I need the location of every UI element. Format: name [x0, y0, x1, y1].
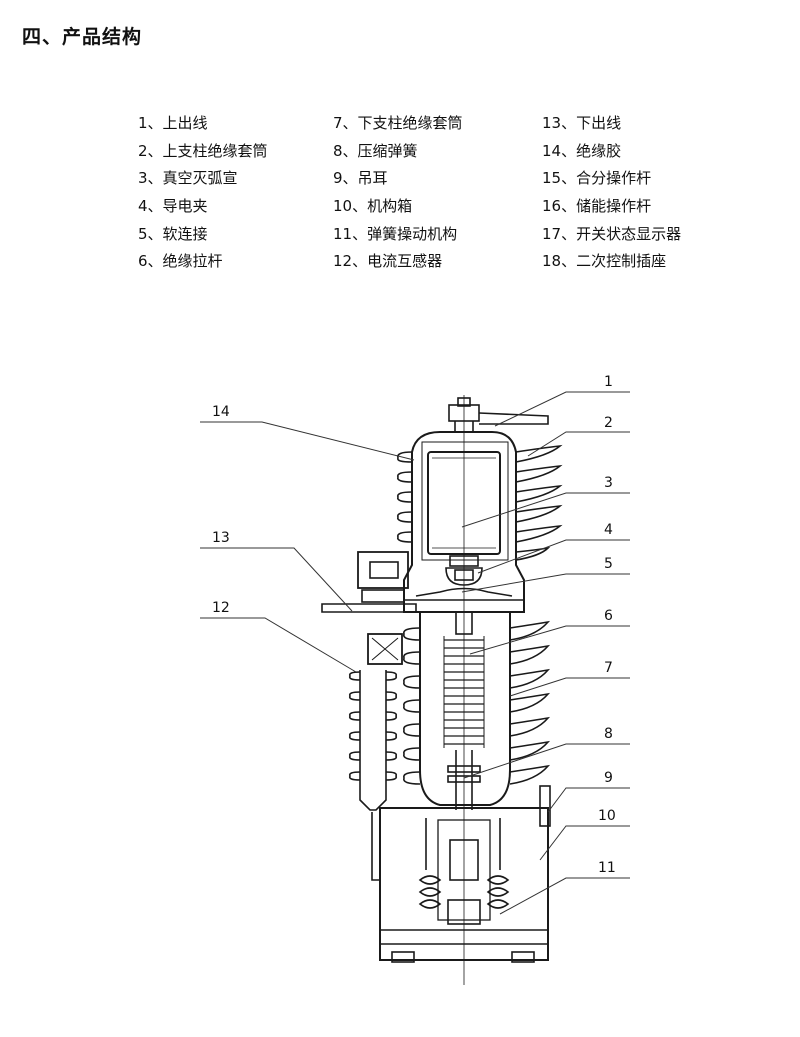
callout-12: 12	[212, 600, 230, 616]
parts-legend: 1、上出线 2、上支柱绝缘套筒 3、真空灭弧宣 4、导电夹 5、软连接 6、绝缘…	[0, 0, 800, 300]
legend-item: 4、导电夹	[138, 197, 208, 216]
current-transformer	[348, 633, 403, 881]
breaker-drawing	[321, 395, 563, 985]
legend-item: 3、真空灭弧宣	[138, 169, 238, 188]
callout-7: 7	[604, 660, 613, 676]
legend-column-1: 1、上出线 2、上支柱绝缘套筒 3、真空灭弧宣 4、导电夹 5、软连接 6、绝缘…	[138, 110, 268, 276]
legend-item: 2、上支柱绝缘套筒	[138, 141, 268, 160]
callout-10: 10	[598, 808, 616, 824]
upper-insulating-sleeve	[396, 431, 563, 613]
callout-9: 9	[604, 770, 613, 786]
compression-spring	[447, 750, 481, 810]
callout-14: 14	[212, 404, 230, 420]
insulating-pull-rod	[443, 611, 485, 748]
legend-item: 5、软连接	[138, 224, 208, 243]
callout-1: 1	[604, 374, 613, 390]
section-title: 四、产品结构	[22, 26, 143, 48]
spring-operating-mechanism	[418, 818, 510, 925]
legend-item: 16、储能操作杆	[542, 197, 652, 216]
legend-item: 14、绝缘胶	[542, 141, 622, 160]
legend-item: 15、合分操作杆	[542, 169, 652, 188]
vacuum-interrupter	[427, 451, 501, 555]
callout-labels: 1 2 3 4 5 6 7 8 9 10 11 14 13 12	[212, 374, 616, 876]
upper-terminal	[448, 397, 549, 432]
callout-leaders	[200, 391, 630, 915]
lifting-lug	[539, 785, 551, 827]
legend-item: 9、吊耳	[333, 169, 388, 188]
callout-11: 11	[598, 860, 616, 876]
callout-3: 3	[604, 475, 613, 491]
legend-item: 12、电流互感器	[333, 252, 443, 271]
conductive-clip	[445, 555, 483, 586]
callout-6: 6	[604, 608, 613, 624]
legend-item: 10、机构箱	[333, 197, 413, 216]
callout-13: 13	[212, 530, 230, 546]
legend-column-2: 7、下支柱绝缘套筒 8、压缩弹簧 9、吊耳 10、机构箱 11、弹簧操动机构 1…	[333, 110, 463, 276]
mechanism-box	[379, 785, 551, 963]
legend-item: 7、下支柱绝缘套筒	[333, 114, 463, 132]
flexible-connection	[404, 587, 524, 601]
lower-insulating-sleeve	[403, 612, 551, 806]
callout-2: 2	[604, 415, 613, 431]
callout-8: 8	[604, 726, 613, 742]
legend-item: 6、绝缘拉杆	[138, 252, 223, 271]
legend-item: 1、上出线	[138, 114, 208, 132]
legend-item: 17、开关状态显示器	[542, 224, 682, 243]
legend-item: 18、二次控制插座	[542, 252, 667, 271]
callout-4: 4	[604, 522, 613, 538]
lower-terminal	[321, 551, 417, 613]
legend-item: 11、弹簧操动机构	[333, 224, 458, 243]
legend-item: 8、压缩弹簧	[333, 141, 418, 160]
legend-column-3: 13、下出线 14、绝缘胶 15、合分操作杆 16、储能操作杆 17、开关状态显…	[542, 110, 681, 276]
legend-item: 13、下出线	[542, 114, 622, 132]
callout-5: 5	[604, 556, 613, 572]
